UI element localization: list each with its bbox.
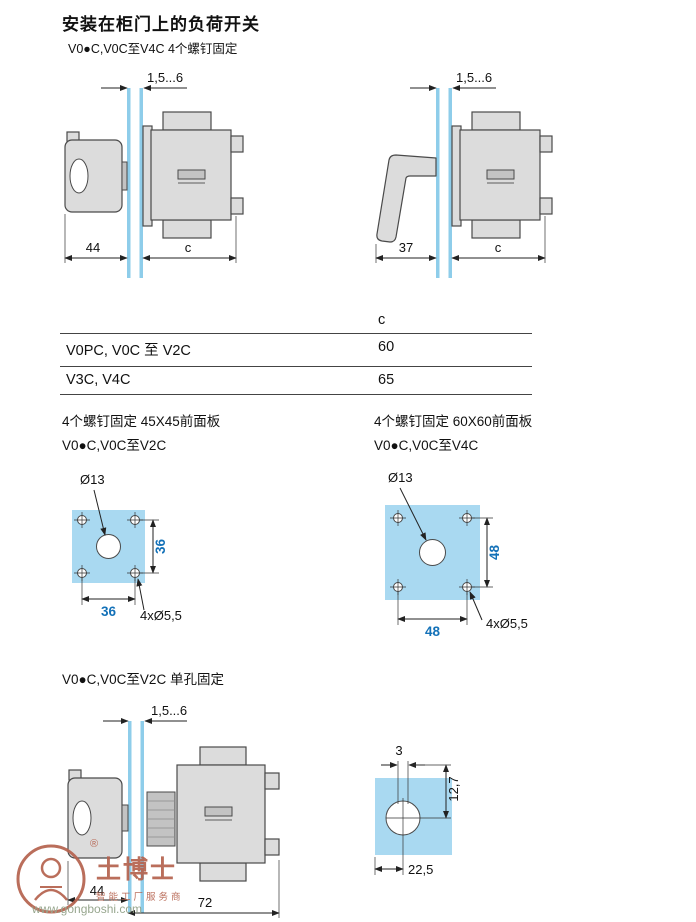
panel60-heading: 4个螺钉固定 60X60前面板 V0●C,V0C至V4C [374, 410, 532, 457]
dim-handle-depth: 44 [64, 214, 128, 263]
panel60-title: 4个螺钉固定 60X60前面板 [374, 414, 533, 429]
center-hole [419, 539, 446, 566]
door-panel-lines [127, 88, 143, 278]
watermark-url: www.gongboshi.com [32, 902, 143, 916]
dim-label: 44 [86, 240, 100, 255]
panel45-heading: 4个螺钉固定 45X45前面板 V0●C,V0C至V2C [62, 410, 220, 457]
panel45-title: 4个螺钉固定 45X45前面板 [62, 414, 221, 429]
door-panel-lines [436, 88, 452, 278]
dim-body-depth: 72 [127, 860, 280, 918]
dim-handle-depth: 44 [67, 861, 129, 905]
table-cell-value: 65 [378, 372, 395, 388]
dim-label: 36 [153, 539, 168, 555]
dim-label: 36 [101, 604, 117, 619]
dim-label: 4xØ5,5 [486, 616, 528, 631]
drawing-door-mount-knob: 1,5...6 44 c [64, 70, 244, 278]
table-cell-label: V0PC, V0C 至 V2C [66, 343, 191, 359]
centerlines [386, 798, 451, 875]
dim-horizontal: 48 [397, 592, 468, 639]
watermark-tagline: 智能工厂服务商 [96, 892, 184, 903]
center-hole [96, 534, 121, 559]
dim-horizontal: 36 [81, 578, 136, 619]
dim-label: 22,5 [408, 862, 433, 877]
switch-body [176, 746, 280, 882]
drawing-single-hole-mount: 1,5...6 44 72 [67, 703, 280, 918]
dim-label: 48 [425, 624, 441, 639]
drawing-panel-60: Ø13 48 48 4xØ5,5 [385, 470, 528, 639]
handle-knob [67, 769, 129, 859]
table-cell-label: V3C, V4C [66, 372, 131, 388]
drawing-single-hole-panel: 3 12,7 22,5 [374, 743, 461, 877]
dim-door-thickness: 1,5...6 [103, 703, 187, 725]
screw-holes [390, 510, 475, 595]
page-title: 安装在柜门上的负荷开关 [62, 15, 260, 34]
dim-label: 48 [487, 545, 502, 561]
fixing-nut [146, 791, 176, 847]
table-cell-value: 60 [378, 339, 395, 355]
dim-label: Ø13 [388, 470, 413, 485]
screw-holes [74, 512, 143, 581]
dim-label: c [185, 240, 192, 255]
dim-vertical: 36 [140, 519, 168, 574]
table-col-header: c [378, 312, 386, 328]
dim-label: 1,5...6 [456, 70, 492, 85]
dim-top-offset: 12,7 [409, 764, 461, 819]
dim-label: Ø13 [80, 472, 105, 487]
registered-mark: ® [90, 838, 99, 850]
screw-hole-callout: 4xØ5,5 [469, 591, 528, 631]
dim-label: 72 [198, 895, 212, 910]
dim-label: 3 [395, 743, 402, 758]
panel60-subtitle: V0●C,V0C至V4C [374, 437, 479, 453]
dim-body-depth: c [142, 216, 237, 263]
drawing-panel-45: Ø13 36 36 4xØ5,5 [72, 472, 182, 623]
watermark: ® 土博士 智能工厂服务商 www.gongboshi.com [10, 836, 190, 920]
watermark-logo-icon [16, 844, 86, 914]
dim-label: 44 [90, 883, 104, 898]
handle-lever [376, 154, 437, 243]
handle-knob [64, 131, 128, 213]
center-hole-callout: Ø13 [80, 472, 107, 536]
dim-label: 4xØ5,5 [140, 608, 182, 623]
drawing-door-mount-lever: 1,5...6 37 c [375, 70, 553, 278]
switch-body [142, 111, 244, 239]
panel45-subtitle: V0●C,V0C至V2C [62, 437, 167, 453]
door-panel-lines [128, 721, 144, 913]
depth-table: c V0PC, V0C 至 V2C 60 V3C, V4C 65 [60, 312, 532, 395]
dim-body-depth: c [451, 216, 546, 263]
table-row: V3C, V4C 65 [60, 366, 532, 395]
dim-label: 12,7 [446, 776, 461, 801]
switch-body [451, 111, 553, 239]
dim-door-thickness: 1,5...6 [410, 70, 496, 92]
dim-vertical: 48 [472, 517, 502, 588]
dim-door-thickness: 1,5...6 [101, 70, 187, 92]
dim-label: 1,5...6 [151, 703, 187, 718]
table-row: V0PC, V0C 至 V2C 60 [60, 333, 532, 366]
dim-label: c [495, 240, 502, 255]
dim-label: 37 [399, 240, 413, 255]
screw-hole-callout: 4xØ5,5 [136, 578, 182, 623]
dim-label: 1,5...6 [147, 70, 183, 85]
center-hole-callout: Ø13 [388, 470, 427, 541]
dim-side-offset: 22,5 [374, 857, 433, 877]
page-subtitle: V0●C,V0C至V4C 4个螺钉固定 [68, 42, 238, 56]
single-hole-heading: V0●C,V0C至V2C 单孔固定 [62, 672, 224, 687]
dim-handle-depth: 37 [375, 240, 437, 263]
watermark-brand: 土博士 [96, 856, 178, 884]
